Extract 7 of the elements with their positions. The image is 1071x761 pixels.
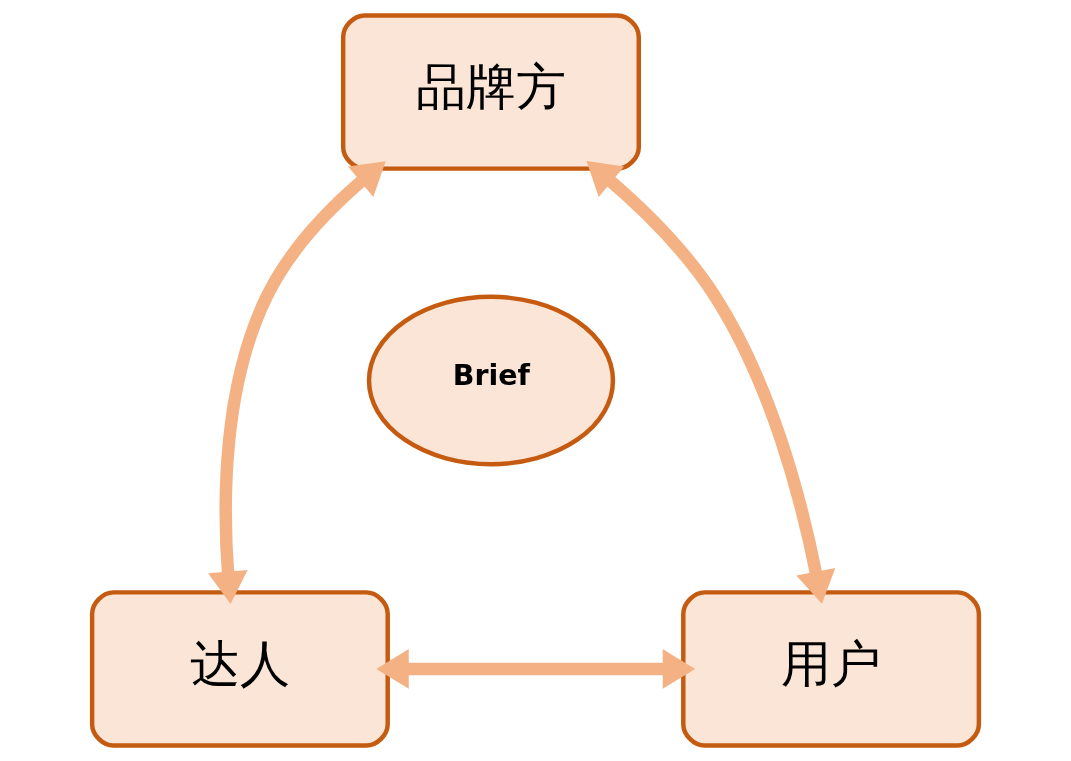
arrow [376, 649, 696, 689]
node-box: 品牌方 [340, 13, 641, 171]
node-box: 用户 [681, 590, 982, 748]
node-box: 达人 [89, 590, 390, 748]
arrow [208, 161, 386, 604]
arrow [586, 160, 836, 604]
node-ellipse: Brief [366, 294, 616, 467]
